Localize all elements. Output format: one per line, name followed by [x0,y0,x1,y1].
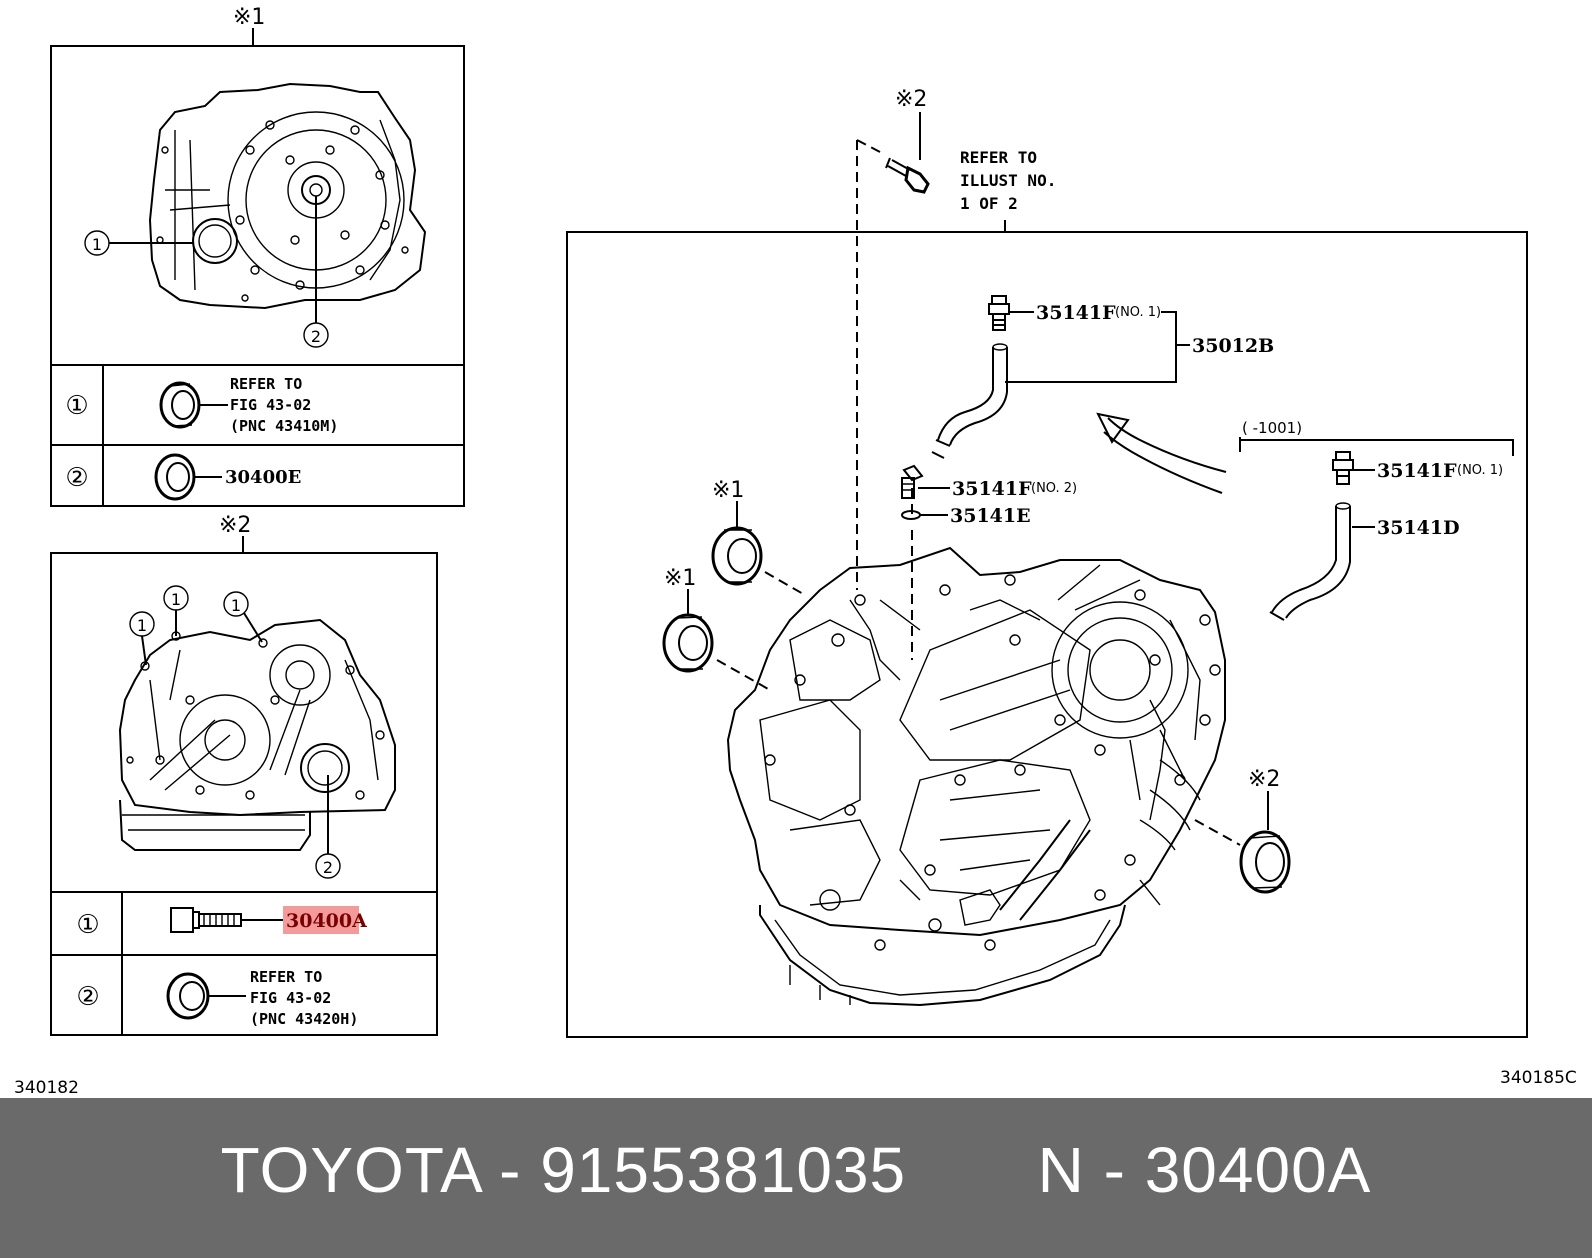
direction-arrow-icon [1096,412,1227,494]
box2-row1-index: ① [76,910,99,940]
footer-bar [0,1098,1592,1258]
part-35141F-upper-no: (NO. 1) [1115,305,1161,320]
transaxle-assembly [726,546,1226,1007]
part-35012B: 35012B [1192,335,1274,357]
box2-mark: ※2 [219,513,251,538]
parts-diagram: ※1 1 [14,5,1577,1098]
bolt-icon [885,157,930,194]
box2-refer-line3: (PNC 43420H) [250,1010,358,1028]
footer-title: TOYOTA - 9155381035 N - 30400A [220,1134,1372,1206]
seal-mark-1b: ※1 [664,566,696,591]
oil-seal-icon [166,972,210,1020]
box1-row2-index: ② [65,463,88,493]
top-bolt-mark: ※2 [895,87,927,112]
box2-callout-1c: 1 [231,596,241,615]
figure-code-left: 340182 [14,1078,79,1098]
part-35141F-lower-no: (NO. 2) [1031,481,1077,496]
oil-seal-icon [662,613,714,673]
part-35141E: 35141E [950,505,1031,527]
highlight-30400A [283,906,359,934]
main-refer-line1: REFER TO [960,148,1037,167]
flange-bolt-icon [170,907,242,933]
box2-refer-line2: FIG 43-02 [250,989,331,1007]
part-35141D: 35141D [1377,517,1460,539]
seal-mark-1a: ※1 [712,478,744,503]
part-35141F-right-no: (NO. 1) [1457,463,1503,478]
range-label: ( -1001) [1242,419,1302,437]
oil-seal-icon [1239,830,1291,894]
box1-callout-2: 2 [311,327,321,346]
seal-mark-2: ※2 [1248,767,1280,792]
part-35141F-right: 35141F [1377,460,1457,482]
figure-code-right: 340185C [1500,1068,1577,1088]
plug-35141F-no1-icon [988,295,1010,331]
main-frame [566,231,1528,1038]
detail-box-2: ※2 1 [50,513,438,1036]
transmission-front-view-1 [148,82,427,310]
detail-box-1: ※1 1 [50,5,465,507]
box1-refer-line3: (PNC 43410M) [230,417,338,435]
main-refer-line3: 1 OF 2 [960,194,1018,213]
box1-callout-1: 1 [92,235,102,254]
box2-callout-1a: 1 [137,616,147,635]
box1-row1-index: ① [65,391,88,421]
part-30400A: 30400A [286,910,367,932]
part-35141F-lower: 35141F [952,478,1032,500]
oil-seal-icon [154,453,196,501]
box2-refer-line1: REFER TO [250,968,322,986]
part-30400E: 30400E [225,467,301,488]
box2-callout-2: 2 [323,858,333,877]
box1-refer-line1: REFER TO [230,375,302,393]
oil-seal-icon [711,526,763,586]
main-refer-line2: ILLUST NO. [960,171,1056,190]
union-35141F-no2-icon [901,464,924,499]
plug-35141F-no1-right-icon [1332,451,1354,485]
hose-icon [931,343,1008,459]
box2-row2-index: ② [76,982,99,1012]
transmission-rear-view-2 [118,618,396,851]
oil-seal-icon [159,381,201,429]
box2-callout-1b: 1 [171,590,181,609]
box1-mark: ※1 [233,5,265,30]
part-35141F-upper: 35141F [1036,302,1116,324]
box1-refer-line2: FIG 43-02 [230,396,311,414]
main-illustration: ※2 REFER TO ILLUST NO. 1 OF 2 35141F (NO… [566,87,1528,1038]
hose-icon [1269,502,1351,621]
